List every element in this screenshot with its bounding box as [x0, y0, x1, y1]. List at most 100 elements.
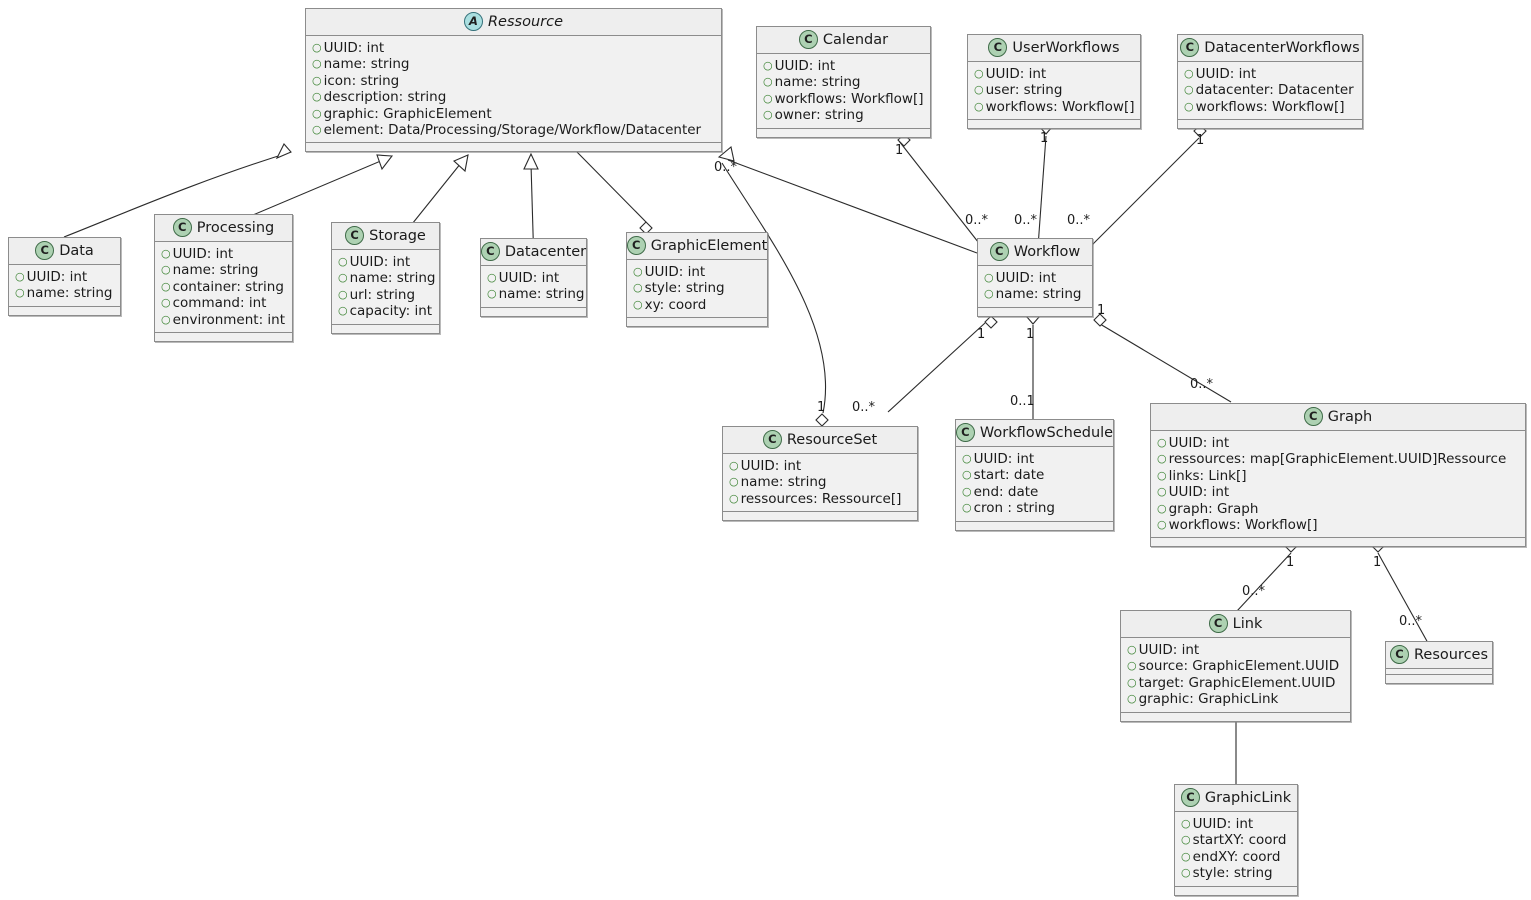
- attribute-row: ○endXY: coord: [1181, 848, 1281, 865]
- visibility-public-icon: ○: [1157, 501, 1167, 515]
- class-operations-calendar: [757, 128, 930, 137]
- visibility-public-icon: ○: [1157, 485, 1167, 499]
- class-resourceset[interactable]: C ResourceSet ○UUID: int ○name: string ○…: [722, 426, 918, 522]
- attribute-row: ○capacity: int: [338, 303, 433, 320]
- class-header-workflow: C Workflow: [978, 239, 1092, 266]
- diamond-workflow-resourceset: [984, 315, 998, 329]
- diamond-resourceset: [815, 413, 829, 427]
- attribute-row: ○style: string: [633, 280, 725, 297]
- attribute-row: ○UUID: int: [1181, 816, 1254, 832]
- attribute-row: ○icon: string: [312, 72, 400, 89]
- class-storage[interactable]: C Storage ○UUID: int ○name: string ○url:…: [331, 222, 440, 334]
- visibility-public-icon: ○: [1157, 452, 1167, 466]
- visibility-public-icon: ○: [1157, 468, 1167, 482]
- attribute-row: ○UUID: int: [974, 66, 1047, 82]
- class-name-calendar: Calendar: [822, 31, 889, 48]
- attribute-row: ○links: Link[]: [1157, 467, 1247, 484]
- visibility-public-icon: ○: [1157, 436, 1167, 449]
- class-icon: C: [1180, 788, 1200, 807]
- visibility-public-icon: ○: [487, 271, 497, 284]
- class-operations-link: [1121, 712, 1350, 721]
- multiplicity-label: 1: [1286, 555, 1295, 570]
- visibility-public-icon: ○: [161, 279, 171, 293]
- class-operations-workflow: [978, 307, 1092, 316]
- class-header-calendar: C Calendar: [757, 27, 930, 54]
- attribute-row: ○graphic: GraphicElement: [312, 105, 492, 122]
- class-header-ressource: A Ressource: [306, 9, 721, 36]
- class-ressource[interactable]: A Ressource ○UUID: int ○name: string ○ic…: [305, 8, 722, 153]
- arrow-generalization-storage: [452, 154, 469, 173]
- class-operations-graphiclink: [1175, 886, 1297, 895]
- multiplicity-label: 0..*: [1014, 213, 1038, 228]
- class-icon: C: [762, 430, 782, 449]
- visibility-public-icon: ○: [1127, 675, 1137, 689]
- class-icon: C: [1389, 645, 1409, 664]
- class-datacenterworkflows[interactable]: C DatacenterWorkflows ○UUID: int ○datace…: [1177, 34, 1363, 130]
- class-data[interactable]: C Data ○UUID: int ○name: string: [8, 237, 121, 316]
- class-name-graphicelement: GraphicElement: [650, 237, 768, 254]
- attribute-row: ○name: string: [312, 56, 410, 73]
- class-icon: C: [1303, 407, 1323, 426]
- class-attributes-data: ○UUID: int ○name: string: [9, 265, 120, 307]
- class-header-graph: C Graph: [1151, 404, 1525, 431]
- class-attributes-ressource: ○UUID: int ○name: string ○icon: string ○…: [306, 36, 721, 144]
- class-operations-graph: [1151, 538, 1525, 547]
- attribute-row: ○start: date: [962, 467, 1045, 484]
- attribute-row: ○graph: Graph: [1157, 500, 1259, 517]
- attribute-row: ○xy: coord: [633, 296, 707, 313]
- edge-calendar-workflow: [898, 140, 983, 248]
- class-header-userworkflows: C UserWorkflows: [968, 35, 1140, 62]
- attribute-row: ○UUID: int: [15, 269, 88, 285]
- attribute-row: ○url: string: [338, 286, 416, 303]
- class-graphicelement[interactable]: C GraphicElement ○UUID: int ○style: stri…: [626, 232, 768, 328]
- class-icon: C: [480, 242, 500, 261]
- multiplicity-label: 0..1: [1010, 394, 1035, 409]
- class-link[interactable]: C Link ○UUID: int ○source: GraphicElemen…: [1120, 610, 1351, 722]
- visibility-public-icon: ○: [962, 484, 972, 498]
- class-name-link: Link: [1232, 615, 1263, 632]
- class-header-graphicelement: C GraphicElement: [626, 233, 768, 260]
- attribute-row: ○environment: int: [161, 311, 286, 328]
- class-graph[interactable]: C Graph ○UUID: int ○ressources: map[Grap…: [1150, 403, 1526, 548]
- attribute-row: ○graphic: GraphicLink: [1127, 691, 1279, 708]
- attribute-row: ○workflows: Workflow[]: [763, 90, 924, 107]
- class-workflowschedule[interactable]: C WorkflowSchedule ○UUID: int ○start: da…: [955, 419, 1114, 531]
- class-processing[interactable]: C Processing ○UUID: int ○name: string ○c…: [154, 214, 293, 343]
- attribute-row: ○UUID: int: [1127, 642, 1200, 658]
- visibility-public-icon: ○: [729, 475, 739, 489]
- class-icon: C: [989, 242, 1009, 261]
- class-header-datacenter: C Datacenter: [480, 239, 586, 266]
- attribute-row: ○owner: string: [763, 107, 864, 124]
- class-icon: C: [1180, 38, 1200, 57]
- class-attributes-datacenter: ○UUID: int ○name: string: [481, 266, 586, 308]
- class-userworkflows[interactable]: C UserWorkflows ○UUID: int ○user: string…: [967, 34, 1141, 130]
- class-name-processing: Processing: [196, 219, 275, 236]
- class-datacenter[interactable]: C Datacenter ○UUID: int ○name: string: [480, 238, 587, 317]
- class-name-storage: Storage: [369, 227, 426, 244]
- class-icon: C: [345, 226, 365, 245]
- visibility-public-icon: ○: [729, 459, 739, 472]
- visibility-public-icon: ○: [729, 491, 739, 505]
- class-attributes-graph: ○UUID: int ○ressources: map[GraphicEleme…: [1151, 431, 1525, 539]
- visibility-public-icon: ○: [962, 468, 972, 482]
- class-operations-datacenterworkflows: [1178, 120, 1362, 129]
- class-name-datacenterworkflows: DatacenterWorkflows: [1204, 39, 1360, 56]
- class-header-datacenterworkflows: C DatacenterWorkflows: [1178, 35, 1362, 62]
- class-calendar[interactable]: C Calendar ○UUID: int ○name: string ○wor…: [756, 26, 931, 138]
- class-name-workflowschedule: WorkflowSchedule: [979, 424, 1114, 441]
- class-name-graphiclink: GraphicLink: [1204, 789, 1292, 806]
- class-name-data: Data: [59, 242, 94, 259]
- class-resources[interactable]: C Resources: [1385, 641, 1493, 684]
- attribute-row: ○workflows: Workflow[]: [1184, 98, 1345, 115]
- attribute-row: ○workflows: Workflow[]: [974, 98, 1135, 115]
- arrow-generalization-datacenter: [523, 152, 539, 170]
- visibility-public-icon: ○: [338, 287, 348, 301]
- attribute-row: ○UUID: int: [1157, 435, 1230, 451]
- class-graphiclink[interactable]: C GraphicLink ○UUID: int ○startXY: coord…: [1174, 784, 1298, 896]
- class-operations-graphicelement: [627, 318, 767, 327]
- attribute-row: ○UUID: int: [487, 270, 560, 286]
- class-icon: C: [955, 423, 975, 442]
- class-header-graphiclink: C GraphicLink: [1175, 785, 1297, 812]
- class-workflow[interactable]: C Workflow ○UUID: int ○name: string: [977, 238, 1093, 317]
